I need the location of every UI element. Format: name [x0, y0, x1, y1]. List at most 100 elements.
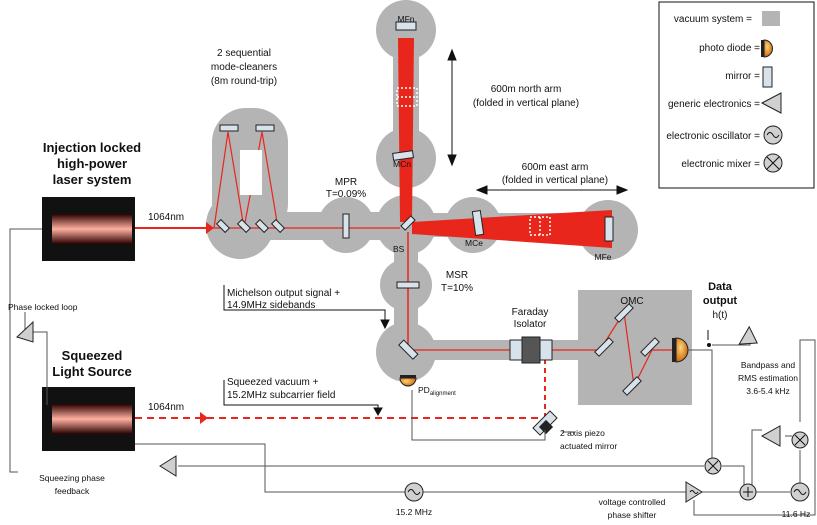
bandpass-label-2: RMS estimation — [738, 373, 798, 383]
piezo-mirror — [532, 410, 558, 436]
omc-mirror-3 — [622, 376, 642, 396]
bandpass-amplifier — [738, 325, 758, 345]
vacuum-system — [206, 0, 692, 405]
pd-alignment-label: PDalignment — [418, 385, 456, 397]
faraday-label-1: Faraday — [512, 307, 549, 318]
msr-label: MSR — [446, 270, 468, 281]
electronics-icon — [760, 92, 782, 114]
squeezed-light-source — [42, 387, 135, 451]
mc-mirror-2 — [255, 124, 275, 132]
mcn-label: MCn — [393, 159, 411, 169]
electronics-wiring — [9, 228, 816, 516]
squeezing-feedback-label-2: feedback — [55, 486, 90, 496]
legend-mirror-label: mirror = — [725, 71, 760, 82]
squeezed-source-title-1: Squeezed — [62, 348, 123, 363]
mce-mirror — [471, 209, 485, 237]
mpr-transmission: T=0.09% — [326, 189, 366, 200]
data-output-label-3: h(t) — [713, 310, 728, 321]
msr-mirror — [396, 281, 420, 289]
squeezed-vacuum-label-2: 15.2MHz subcarrier field — [227, 390, 335, 401]
mixer-1 — [704, 457, 722, 475]
lowpass-amplifier — [760, 425, 781, 447]
injection-laser-title-2: high-power — [57, 156, 127, 171]
annotation-arrows — [223, 48, 709, 417]
mc-mirror-1 — [219, 124, 239, 132]
photodiode-alignment — [399, 375, 417, 387]
osc-11-6-label: 11.6 Hz — [782, 509, 811, 519]
mfe-mirror — [604, 216, 614, 242]
legend: vacuum system = photo diode = mirror = g… — [658, 1, 815, 189]
mc-mirror-5 — [254, 218, 270, 234]
injection-laser-title-3: laser system — [53, 172, 132, 187]
omc-label: OMC — [620, 296, 643, 307]
bandpass-label-1: Bandpass and — [741, 360, 796, 370]
legend-mixer-label: electronic mixer = — [681, 159, 760, 170]
mc-mirror-4 — [236, 218, 252, 234]
piezo-label-2: actuated mirror — [560, 441, 617, 451]
mixer-2 — [791, 431, 809, 449]
legend-vacuum-swatch — [762, 11, 780, 26]
east-arm-label-2: (folded in vertical plane) — [502, 175, 608, 186]
mce-label: MCe — [465, 238, 483, 248]
omc-steer-mirror — [398, 339, 419, 360]
mirror-icon — [762, 66, 773, 88]
faraday-isolator — [509, 336, 553, 364]
vcps-label-2: phase shifter — [608, 510, 657, 520]
omc-mirror-1 — [594, 337, 614, 357]
legend-vacuum-label: vacuum system = — [674, 14, 752, 25]
legend-oscillator-label: electronic oscillator = — [666, 131, 760, 142]
mpr-label: MPR — [335, 177, 357, 188]
mc-mirror-6 — [270, 218, 286, 234]
mirrors — [215, 21, 660, 396]
mode-cleaner-label-3: (8m round-trip) — [211, 76, 277, 87]
wavelength-label-1: 1064nm — [148, 212, 184, 223]
photodiode-omc — [672, 337, 689, 363]
oscillator-15-2mhz — [404, 482, 424, 502]
msr-transmission: T=10% — [441, 283, 473, 294]
mode-cleaner-label-2: mode-cleaners — [211, 62, 277, 73]
photodiode-icon — [763, 39, 773, 58]
squeezed-source-title-2: Light Source — [52, 364, 131, 379]
pll-label: Phase locked loop — [8, 302, 78, 312]
data-output-label-2: output — [703, 295, 738, 307]
summer — [739, 483, 757, 501]
bandpass-label-3: 3.6-5.4 kHz — [746, 386, 789, 396]
mpr-mirror — [342, 213, 350, 239]
laser-beams — [135, 38, 676, 424]
data-tap-dot — [707, 343, 711, 347]
injection-laser-title-1: Injection locked — [43, 140, 141, 155]
pll-amplifier — [16, 320, 34, 343]
mode-cleaner-label-1: 2 sequential — [217, 48, 271, 59]
data-output-label-1: Data — [708, 281, 733, 293]
michelson-output-2: 14.9MHz sidebands — [227, 300, 315, 311]
east-arm-label-1: 600m east arm — [522, 162, 589, 173]
text-labels: MFn MCn 600m north arm (folded in vertic… — [8, 14, 810, 520]
mode-cleaner-gap — [240, 150, 262, 195]
oscillator-11-6hz — [790, 482, 810, 502]
fold-symbol-east — [529, 216, 551, 236]
wavelength-label-2: 1064nm — [148, 402, 184, 413]
omc-mirror-2 — [614, 303, 634, 323]
piezo-label-1: 2 axis piezo — [560, 428, 605, 438]
squeezed-vacuum-label-1: Squeezed vacuum + — [227, 377, 319, 388]
omc-mirror-4 — [640, 337, 660, 357]
injection-laser — [42, 197, 135, 261]
north-arm-label-1: 600m north arm — [491, 84, 562, 95]
feedback-amplifier — [159, 455, 177, 477]
mc-mirror-3 — [215, 218, 231, 234]
north-arm-label-2: (folded in vertical plane) — [473, 98, 579, 109]
vcps-label-1: voltage controlled — [599, 497, 666, 507]
osc-15-2-label: 15.2 MHz — [396, 507, 432, 517]
michelson-output-1: Michelson output signal + — [227, 288, 340, 299]
squeezing-feedback-label-1: Squeezing phase — [39, 473, 105, 483]
phase-shifter — [685, 481, 703, 503]
mfn-mirror — [395, 21, 417, 31]
bs-mirror — [400, 215, 416, 231]
faraday-label-2: Isolator — [514, 319, 547, 330]
mfe-label: MFe — [595, 252, 612, 262]
mfn-label: MFn — [398, 14, 415, 24]
bs-label: BS — [393, 244, 405, 254]
legend-electronics-label: generic electronics = — [668, 99, 760, 110]
